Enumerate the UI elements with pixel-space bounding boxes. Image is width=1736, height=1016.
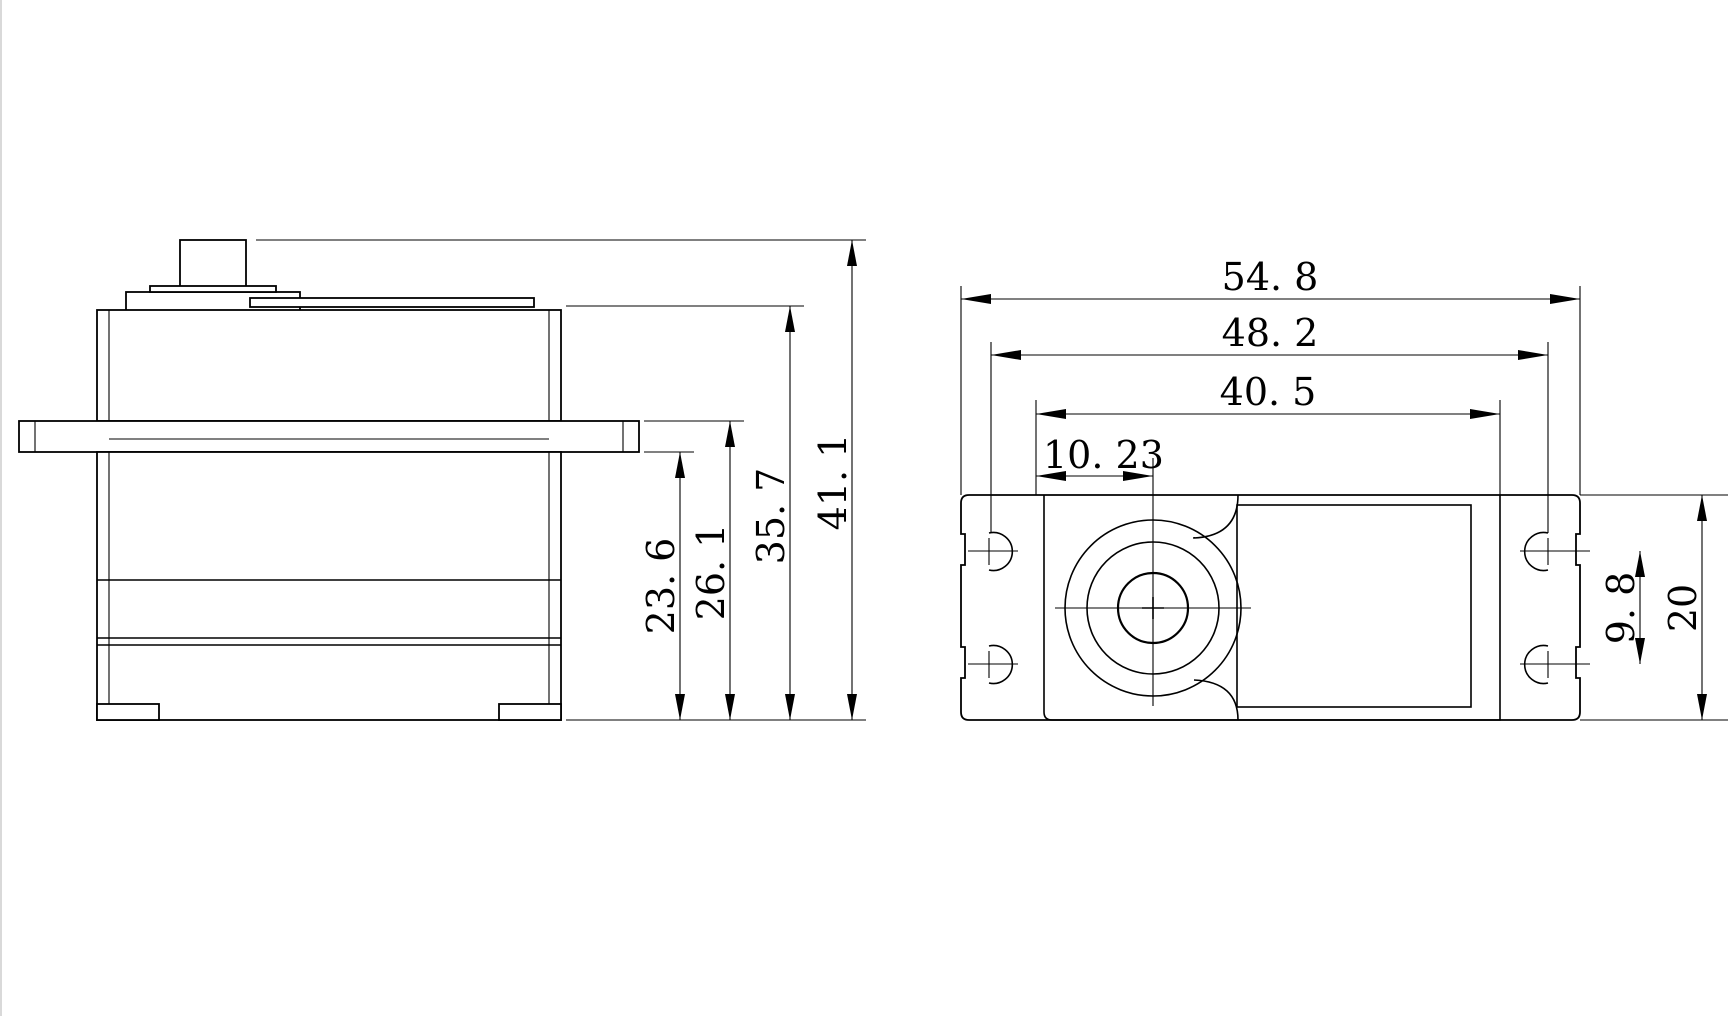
dimension-40-5: 40. 5	[1036, 370, 1500, 419]
foot-right	[498, 703, 562, 721]
label-panel	[1236, 504, 1472, 708]
mounting-flange	[18, 420, 640, 453]
dim-label-9-8: 9. 8	[1599, 572, 1643, 645]
page-left-border	[0, 0, 2, 1016]
mount-hole-right-top	[1520, 531, 1590, 572]
mount-hole-right-bottom	[1520, 644, 1590, 685]
top-extension-lines	[960, 286, 1728, 721]
dimension-54-8: 54. 8	[961, 255, 1580, 304]
servo-top-view	[960, 494, 1590, 721]
dim-label-54-8: 54. 8	[1222, 255, 1319, 299]
top-inner-case	[1043, 495, 1501, 721]
servo-side-view	[18, 239, 640, 721]
dimension-35-7: 35. 7	[749, 306, 795, 720]
top-cap-step	[249, 297, 535, 308]
dimension-23-6: 23. 6	[639, 452, 685, 720]
dimension-20: 20	[1661, 495, 1707, 720]
foot-left	[96, 703, 160, 721]
side-extension-lines	[256, 239, 866, 721]
dimension-9-8: 9. 8	[1599, 551, 1645, 664]
dimension-10-23: 10. 23	[1036, 433, 1164, 481]
dimension-48-2: 48. 2	[991, 311, 1548, 360]
mount-hole-left-top	[968, 531, 1018, 572]
dim-label-40-5: 40. 5	[1220, 370, 1317, 414]
dimension-26-1: 26. 1	[689, 421, 735, 720]
dimension-41-1: 41. 1	[811, 240, 857, 720]
upper-case	[96, 309, 562, 422]
dim-label-10-23: 10. 23	[1043, 433, 1164, 477]
mount-hole-left-bottom	[968, 644, 1018, 685]
dim-label-48-2: 48. 2	[1222, 311, 1319, 355]
dim-label-20: 20	[1661, 584, 1705, 632]
output-shaft	[179, 239, 247, 293]
dim-label-23-6: 23. 6	[639, 538, 683, 635]
dim-label-41-1: 41. 1	[811, 434, 855, 531]
dim-label-26-1: 26. 1	[689, 524, 733, 621]
top-outer-plate	[960, 494, 1581, 721]
top-cap-ring	[149, 285, 277, 293]
lower-case	[96, 451, 562, 721]
dim-label-35-7: 35. 7	[749, 468, 793, 565]
